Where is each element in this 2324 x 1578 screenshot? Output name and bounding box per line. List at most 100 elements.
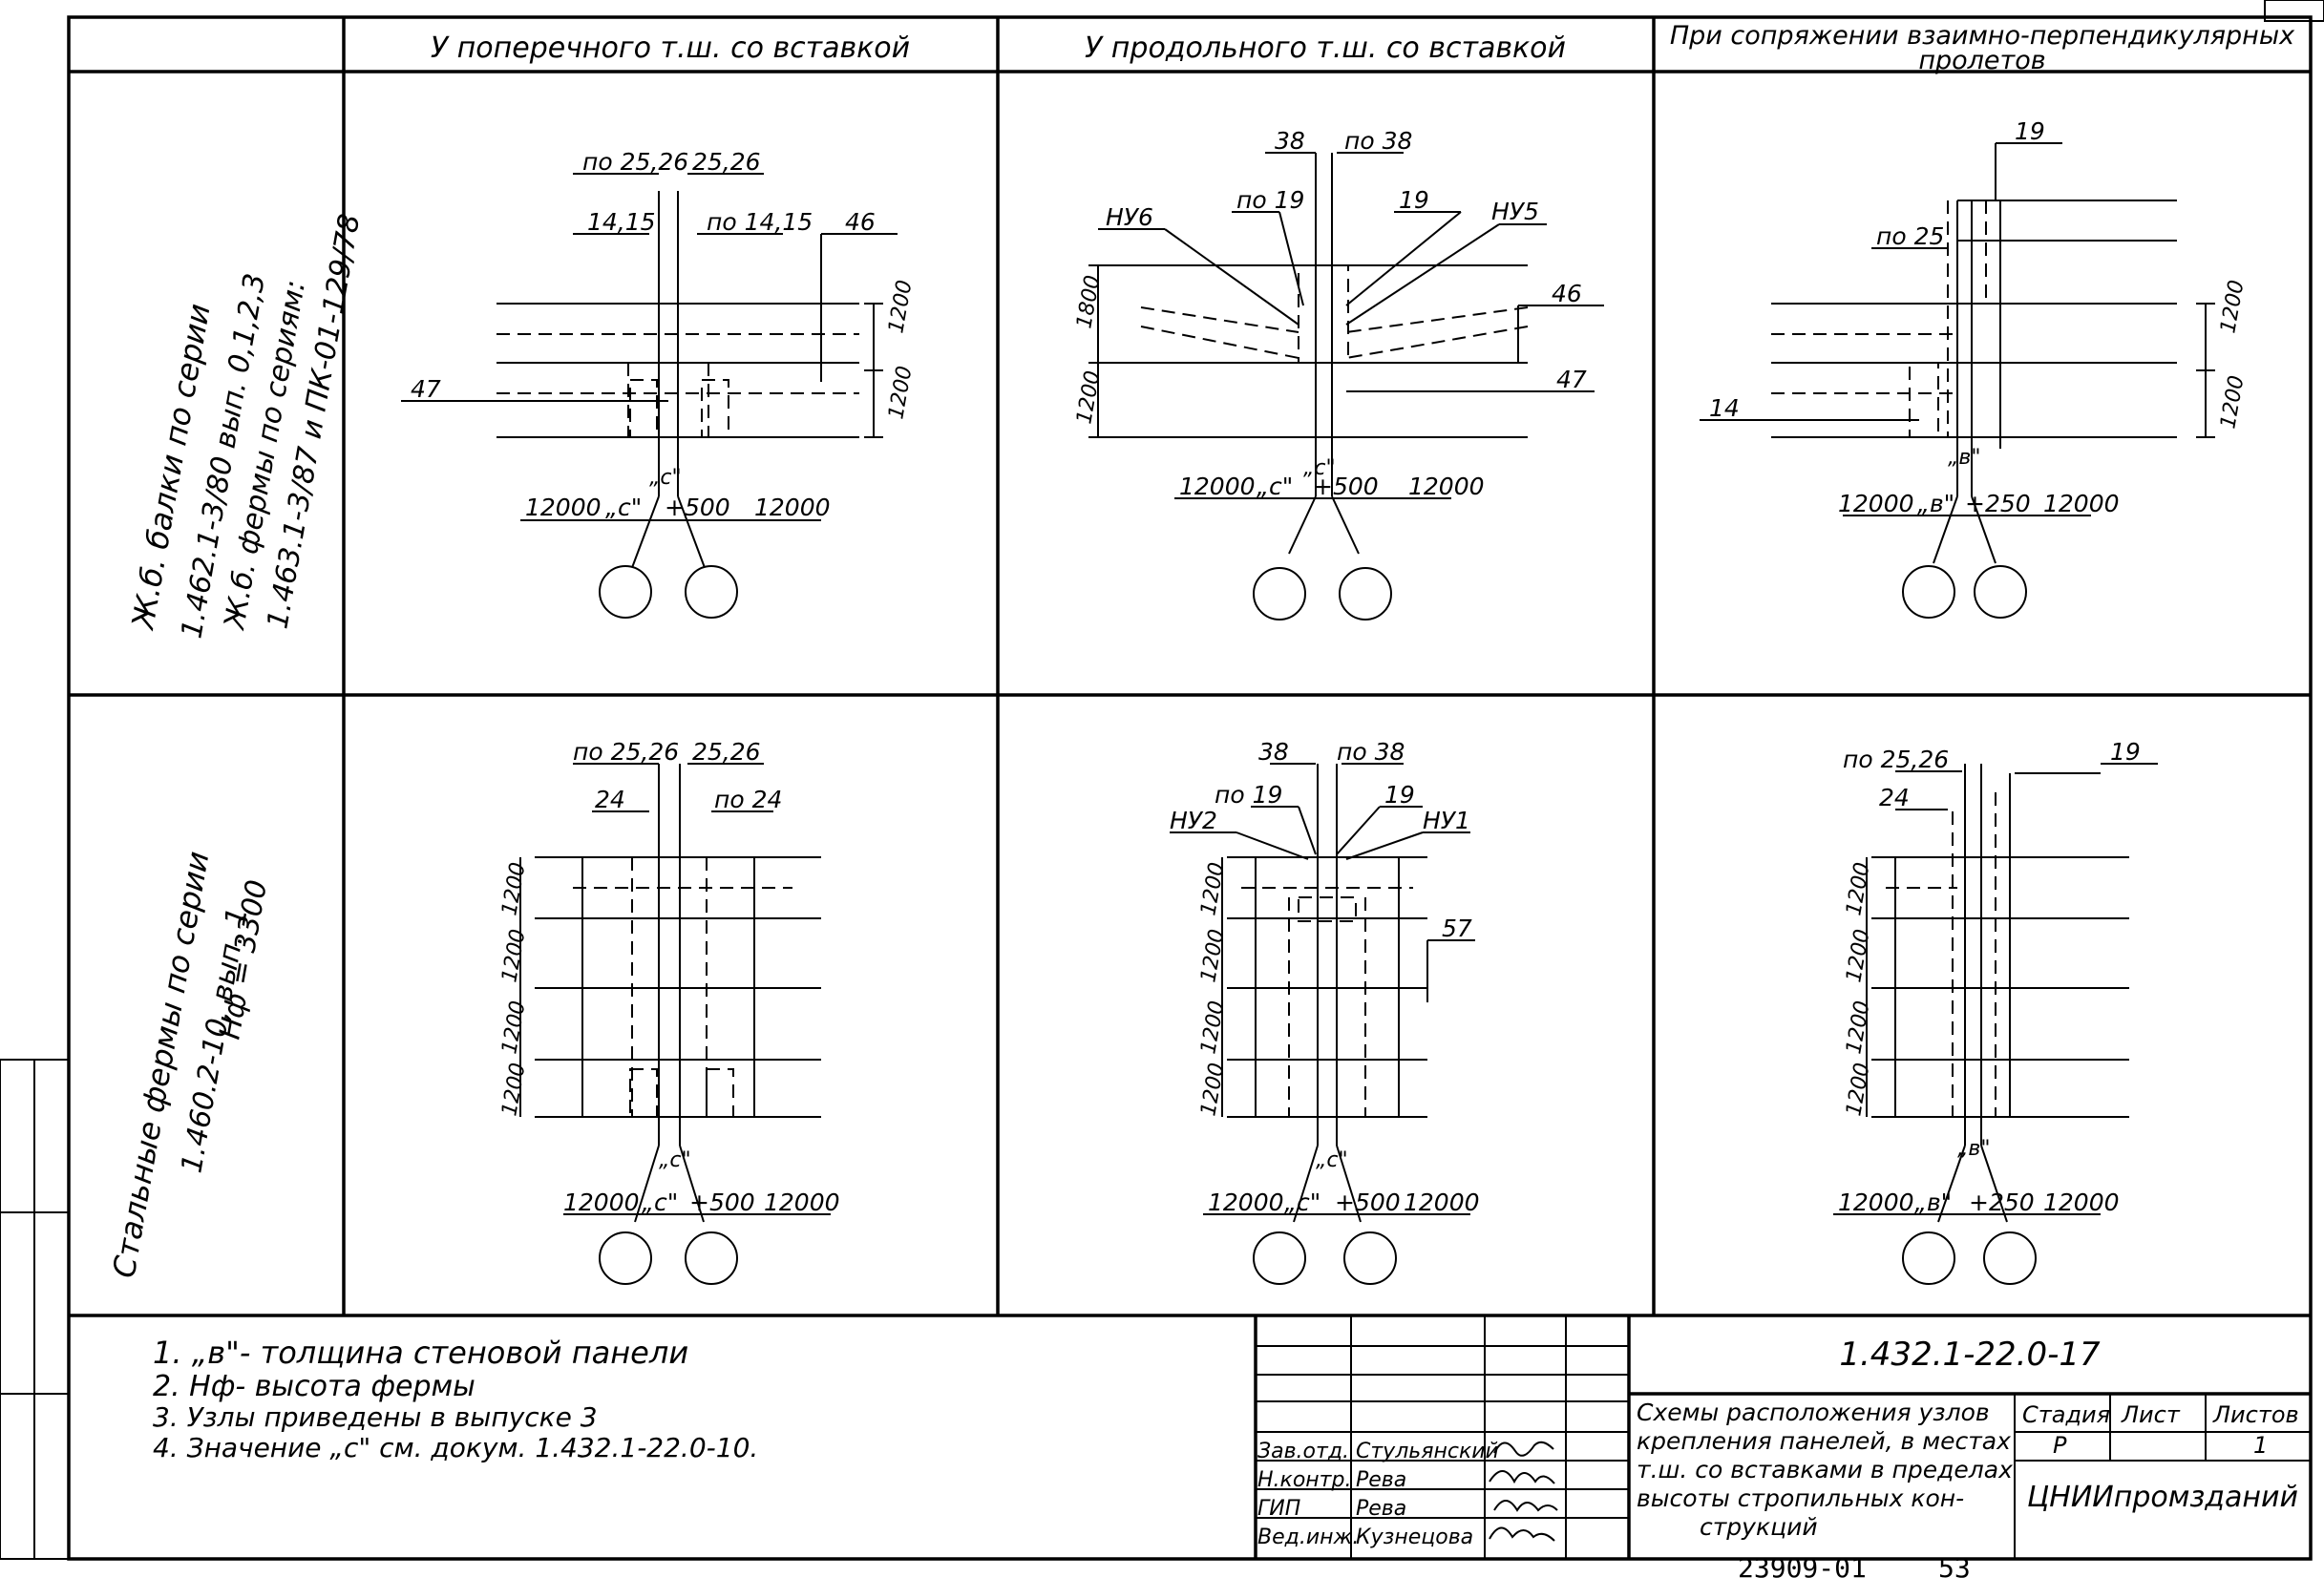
label-1: по 25,26 — [582, 148, 688, 176]
label-8: 47 — [1556, 366, 1587, 393]
label-2: 25,26 — [692, 148, 761, 176]
label-3: 24 — [1879, 784, 1910, 811]
bottom-1: 12000 — [1208, 1189, 1284, 1216]
label-2: по 38 — [1344, 127, 1412, 155]
dim-3: 1200 — [497, 999, 530, 1056]
diagram-r2c2: 38 по 38 по 19 19 НУ2 НУ1 57 1200 1200 1… — [1170, 738, 1480, 1285]
bottom-3: +500 — [689, 1189, 755, 1216]
column-header-longitudinal: У продольного т.ш. со вставкой — [1085, 32, 1566, 65]
label-3: по 19 — [1236, 186, 1304, 214]
dim-2: 1200 — [1072, 369, 1105, 426]
desc-3: т.ш. со вставками в пределах — [1637, 1456, 2013, 1483]
diagram-r1c1: по 25,26 25,26 14,15 по 14,15 46 47 1200… — [401, 148, 918, 619]
bottom-4: 12000 — [2043, 1189, 2120, 1216]
staff-role-1: Зав.отд. — [1257, 1440, 1349, 1463]
c-mark: „с" — [1303, 456, 1336, 480]
bottom-code: 23909-01 — [1738, 1552, 1867, 1578]
stage-value: Р — [2053, 1432, 2067, 1459]
label-1: 19 — [2015, 117, 2045, 145]
bottom-4: 12000 — [754, 494, 831, 521]
label-4: 19 — [1399, 186, 1429, 214]
label-3: 14 — [1709, 394, 1740, 422]
label-6: НУ5 — [1491, 198, 1539, 225]
dim-2: 1200 — [2216, 374, 2249, 431]
label-2: 19 — [2110, 738, 2141, 766]
bottom-4: 12000 — [2043, 490, 2120, 517]
bottom-2: „с" — [605, 494, 642, 521]
label-1: 38 — [1275, 127, 1305, 155]
dim-1: 1200 — [497, 861, 530, 917]
note-3: 3. Узлы приведены в выпуске 3 — [153, 1401, 598, 1433]
staff-role-4: Вед.инж. — [1257, 1525, 1359, 1549]
label-7: 46 — [1552, 280, 1582, 307]
desc-2: крепления панелей, в местах — [1637, 1427, 2011, 1455]
bottom-2: „с" — [642, 1189, 678, 1216]
bottom-2: „с" — [1257, 473, 1293, 500]
label-4: по 14,15 — [707, 208, 813, 236]
bottom-2: „в" — [1914, 1189, 1952, 1216]
staff-name-1: Стульянский — [1356, 1440, 1499, 1463]
bottom-4: 12000 — [1408, 473, 1485, 500]
staff-name-2: Рева — [1356, 1468, 1406, 1492]
bottom-3: +500 — [1313, 473, 1379, 500]
label-1: по 25,26 — [1843, 746, 1949, 773]
diagram-r1c2: 38 по 38 по 19 19 НУ6 НУ5 46 47 1800 120… — [1072, 127, 1604, 621]
c-mark: „с" — [1316, 1148, 1348, 1172]
dim-2: 1200 — [884, 365, 917, 421]
staff-name-3: Рева — [1356, 1497, 1406, 1521]
sheets-header: Листов — [2212, 1401, 2299, 1428]
label-3: 14,15 — [587, 208, 656, 236]
desc-1: Схемы расположения узлов — [1637, 1399, 1990, 1426]
signature-3 — [1493, 1500, 1558, 1512]
note-4: 4. Значение „с" см. докум. 1.432.1-22.0-… — [153, 1432, 758, 1463]
title-block: 1.432.1-22.0-17 Схемы расположения узлов… — [1254, 1315, 2311, 1559]
sheet-header: Лист — [2121, 1401, 2181, 1428]
label-5: 46 — [845, 208, 876, 236]
doc-code: 1.432.1-22.0-17 — [1839, 1336, 2101, 1374]
bottom-4: 12000 — [1404, 1189, 1480, 1216]
column-header-perpendicular-2: пролетов — [1918, 46, 2045, 75]
bottom-3: +250 — [1965, 490, 2031, 517]
dim-3: 1200 — [1196, 999, 1229, 1056]
signature-1 — [1493, 1441, 1554, 1457]
dim-2: 1200 — [1842, 928, 1874, 984]
note-1: 1. „в"- толщина стеновой панели — [153, 1335, 688, 1371]
c-mark: „в" — [1957, 1137, 1990, 1161]
label-5: НУ6 — [1106, 203, 1153, 231]
label-3: 24 — [595, 786, 625, 813]
sheets-value: 1 — [2253, 1432, 2268, 1459]
dim-2: 1200 — [1196, 928, 1229, 984]
diagram-r1c3: 19 по 25 14 1200 1200 „в" 12000 „в" +250… — [1700, 117, 2250, 619]
row-header-steel: Стальные фермы по серии 1.460.2-10, вып.… — [105, 849, 274, 1280]
dim-1: 1200 — [2216, 279, 2249, 335]
dim-4: 1200 — [1842, 1062, 1874, 1118]
diagram-r2c3: по 25,26 19 24 1200 1200 1200 1200 „в" 1… — [1833, 738, 2158, 1285]
dim-1: 1200 — [1842, 861, 1874, 917]
label-6: НУ1 — [1423, 807, 1470, 834]
bottom-4: 12000 — [764, 1189, 840, 1216]
dim-2: 1200 — [497, 928, 530, 984]
dim-1: 1800 — [1072, 274, 1105, 330]
dim-4: 1200 — [1196, 1062, 1229, 1118]
c-mark: „в" — [1948, 446, 1980, 470]
org-name: ЦНИИпромзданий — [2027, 1481, 2298, 1514]
dim-4: 1200 — [497, 1062, 530, 1118]
signature-2 — [1489, 1470, 1555, 1484]
bottom-2: „в" — [1917, 490, 1954, 517]
label-6: 47 — [411, 375, 441, 403]
column-header-perpendicular-1: При сопряжении взаимно-перпендикулярных — [1670, 21, 2295, 51]
dim-3: 1200 — [1842, 999, 1874, 1056]
row-header-concrete: Ж.б. балки по серии 1.462.1-3/80 вып. 0,… — [124, 212, 367, 642]
label-4: 19 — [1384, 781, 1415, 809]
desc-4: высоты стропильных кон- — [1637, 1484, 1964, 1512]
label-2: 25,26 — [692, 738, 761, 766]
signature-4 — [1489, 1526, 1555, 1542]
c-mark: „с" — [649, 466, 682, 490]
c-mark: „с" — [659, 1148, 691, 1172]
bottom-1: 12000 — [525, 494, 602, 521]
label-1: 38 — [1258, 738, 1289, 766]
bottom-2: „с" — [1284, 1189, 1320, 1216]
label-4: по 24 — [714, 786, 782, 813]
